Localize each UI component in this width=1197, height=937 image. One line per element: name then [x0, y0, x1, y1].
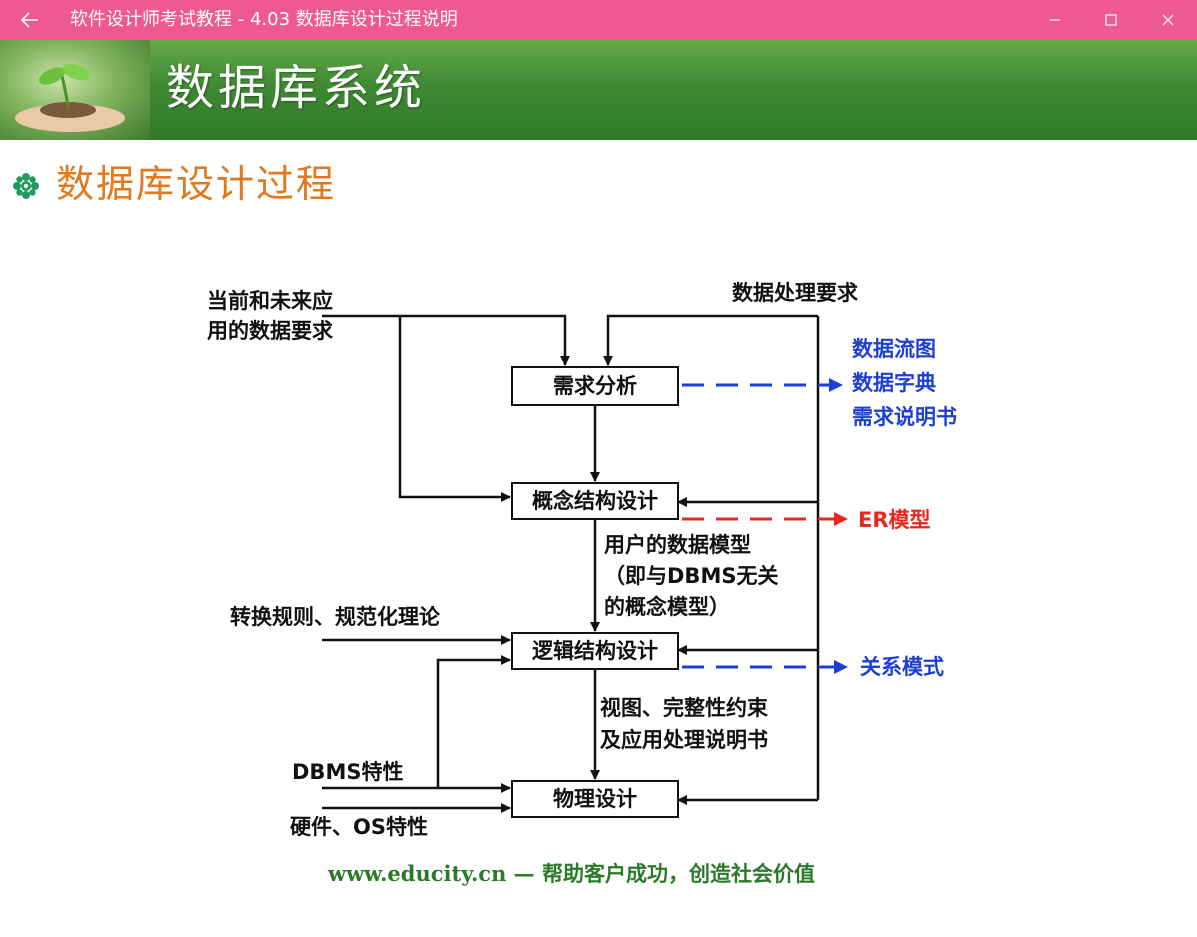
box-conceptual-design: 概念结构设计	[511, 482, 679, 520]
slide-banner: 数据库系统	[0, 40, 1197, 140]
minimize-button[interactable]	[1032, 0, 1078, 40]
flow-app-data-to-conceptual	[398, 316, 511, 502]
box-logical-design: 逻辑结构设计	[511, 632, 679, 670]
label-hardware-os: 硬件、OS特性	[290, 815, 428, 839]
label-user-model-line1: 用户的数据模型	[604, 533, 751, 557]
box-physical-design: 物理设计	[511, 780, 679, 818]
label-output-er: ER模型	[858, 508, 931, 532]
label-output-dfd: 数据流图	[852, 337, 936, 361]
seedling-hands-image	[0, 40, 150, 140]
close-button[interactable]	[1145, 0, 1191, 40]
close-icon	[1162, 14, 1174, 26]
flow-processing-to-req	[603, 314, 818, 366]
back-arrow-icon[interactable]	[14, 0, 46, 40]
minimize-icon	[1050, 19, 1060, 21]
window-title-bar: 软件设计师考试教程 - 4.03 数据库设计过程说明	[0, 0, 1197, 40]
label-user-model-line3: 的概念模型）	[604, 595, 730, 619]
flow-app-data-to-req	[322, 314, 570, 366]
label-output-relational: 关系模式	[860, 655, 944, 679]
label-app-data-line2: 用的数据要求	[207, 319, 333, 343]
label-views-line2: 及应用处理说明书	[600, 728, 768, 752]
label-dbms-features: DBMS特性	[292, 760, 404, 784]
label-app-data-line1: 当前和未来应	[207, 289, 333, 313]
back-arrow-icon-glyph	[21, 12, 38, 28]
maximize-icon	[1105, 14, 1117, 26]
window-title: 软件设计师考试教程 - 4.03 数据库设计过程说明	[70, 9, 458, 30]
maximize-button[interactable]	[1088, 0, 1134, 40]
label-output-spec: 需求说明书	[852, 405, 957, 429]
box-requirements-analysis: 需求分析	[511, 366, 679, 406]
label-views-line1: 视图、完整性约束	[600, 696, 768, 720]
label-output-dictionary: 数据字典	[852, 371, 936, 395]
flow-dbms-to-logical	[436, 655, 511, 788]
section-title: 数据库设计过程	[56, 162, 337, 206]
banner-title: 数据库系统	[166, 60, 427, 116]
label-processing-requirements: 数据处理要求	[732, 281, 858, 305]
label-user-model-line2: （即与DBMS无关	[604, 564, 779, 588]
flower-bullet-icon	[13, 173, 39, 199]
slide-footer: www.educity.cn — 帮助客户成功，创造社会价值	[328, 861, 815, 886]
label-rules: 转换规则、规范化理论	[230, 605, 440, 629]
